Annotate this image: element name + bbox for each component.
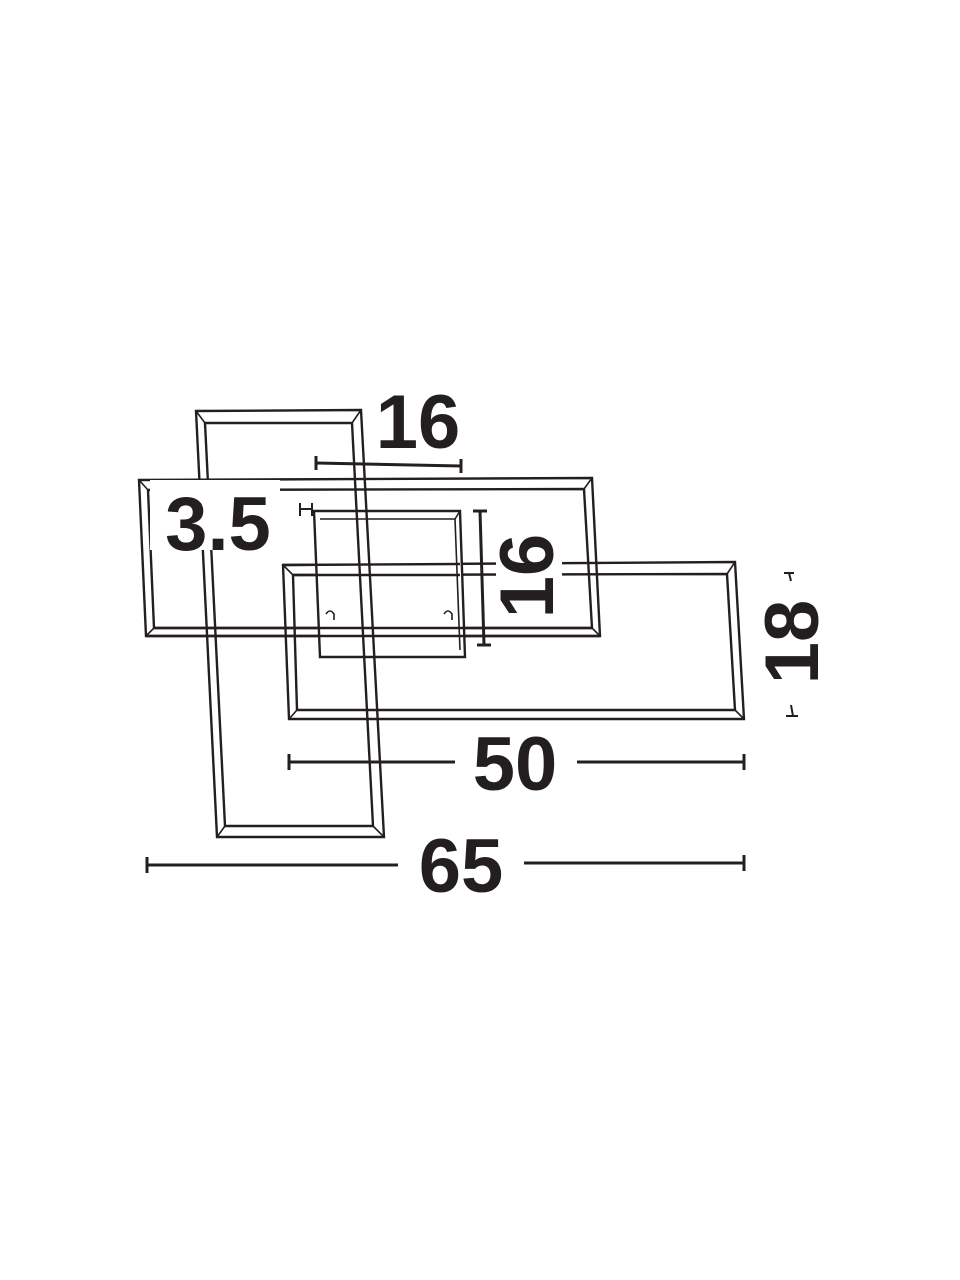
dimension-depth: 3.5	[150, 480, 313, 567]
dimension-label-frame-width: 50	[473, 722, 558, 807]
dimension-base-width: 16	[314, 380, 463, 473]
dimension-label-base-height: 16	[485, 534, 570, 619]
dimension-label-frame-height: 18	[750, 600, 835, 685]
dimension-frame-width: 50	[287, 722, 746, 807]
horizontal-frame-right	[281, 560, 746, 721]
dimension-label-base-width: 16	[376, 380, 461, 465]
dimension-label-depth: 3.5	[165, 482, 271, 567]
vertical-frame	[194, 408, 386, 839]
dimension-frame-height: 18	[750, 572, 835, 717]
dimension-overall-width: 65	[145, 824, 746, 909]
dimension-label-overall-width: 65	[419, 824, 504, 909]
dimension-base-height: 16	[473, 509, 570, 647]
